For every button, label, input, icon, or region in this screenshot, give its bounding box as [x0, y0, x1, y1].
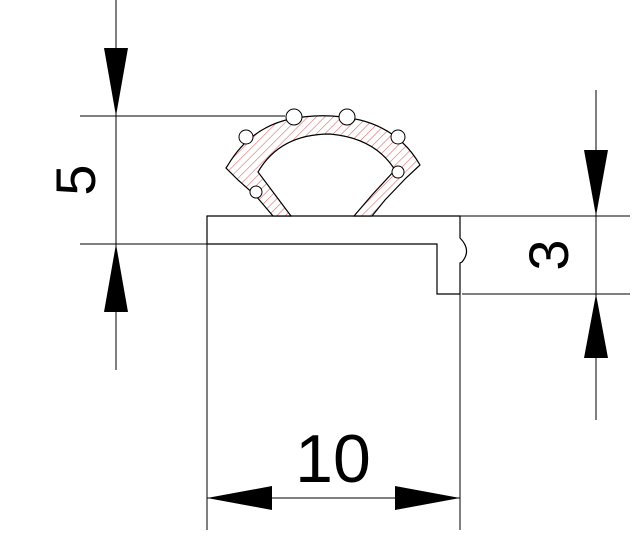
cap-bump — [390, 129, 406, 145]
arrow-down-icon — [104, 48, 128, 116]
cap-bump — [285, 108, 303, 126]
arrow-up-icon — [104, 244, 128, 312]
cap-bump — [338, 108, 356, 126]
cap-bump — [391, 165, 405, 179]
arrow-right-icon — [395, 486, 460, 510]
dimension-label-bottom-width: 10 — [295, 421, 371, 497]
dimension-label-right-height: 3 — [517, 239, 580, 270]
arrow-down-icon — [584, 150, 608, 216]
dimension-label-top-height: 5 — [44, 164, 107, 195]
dimension-right: 3 — [460, 90, 630, 420]
dimension-left: 5 — [44, 0, 285, 370]
cap-bump — [249, 185, 263, 199]
arrow-up-icon — [584, 294, 608, 358]
arrow-left-icon — [207, 486, 272, 510]
dimension-bottom: 10 — [207, 421, 460, 510]
diffuser-cap-section — [225, 115, 421, 217]
base-profile — [206, 215, 468, 530]
diffuser-cap — [225, 108, 421, 217]
cap-bump — [238, 129, 254, 145]
